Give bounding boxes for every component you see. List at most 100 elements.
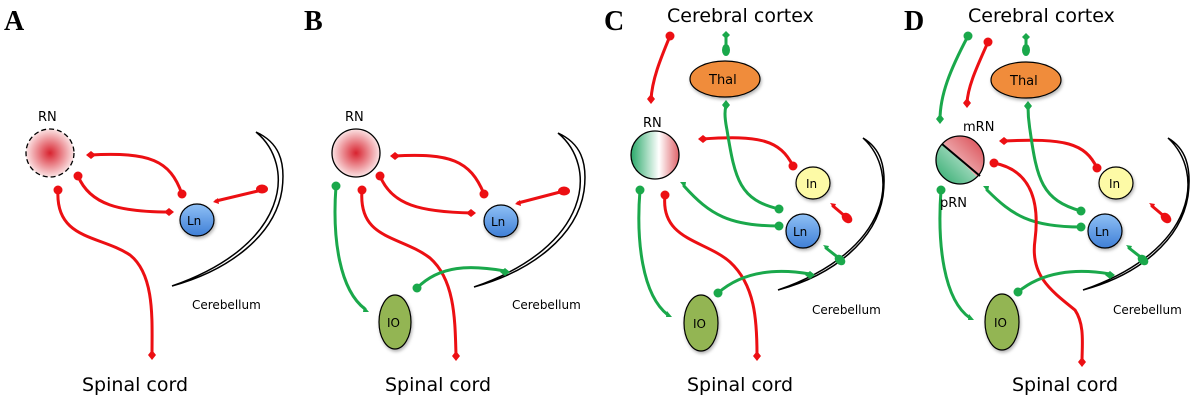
tract-ln-to-rn-upper bbox=[88, 152, 184, 196]
cerebellum-label: Cerebellum bbox=[812, 303, 881, 317]
spinal-cord-label: Spinal cord bbox=[1012, 374, 1118, 396]
cerebellum-shape bbox=[171, 131, 284, 287]
synapse-arrowhead bbox=[1078, 357, 1086, 367]
tract-ln-to-thal bbox=[723, 103, 781, 211]
panel-b: B Cerebellum RN Ln IO Spinal cord bbox=[304, 6, 586, 396]
synapse-arrowhead bbox=[753, 351, 761, 361]
synapse-arrowhead bbox=[164, 208, 174, 216]
synapse-arrowhead bbox=[680, 182, 686, 188]
red-nucleus-node bbox=[331, 128, 381, 178]
cerebral-cortex-label: Cerebral cortex bbox=[667, 5, 814, 27]
synapse-arrowhead bbox=[148, 350, 156, 360]
synapse-arrowhead bbox=[722, 31, 730, 39]
rn-division-line bbox=[941, 143, 981, 177]
panel-a: A Cerebellum RN Ln Spinal cord bbox=[4, 6, 284, 396]
synapse-ball bbox=[1013, 287, 1023, 297]
tract-cortex-to-mrn bbox=[965, 40, 990, 105]
tract-in-to-mrn bbox=[1001, 138, 1099, 170]
cerebellum-shape bbox=[1082, 137, 1190, 291]
tract-in-to-rn bbox=[700, 136, 795, 168]
synapse-ball bbox=[1137, 254, 1149, 266]
red-nucleus-outline bbox=[935, 135, 985, 185]
synapse-ball bbox=[375, 171, 385, 181]
tract-rn-to-ln bbox=[76, 174, 172, 214]
tract-rn-to-spinal-cord bbox=[663, 193, 759, 357]
cerebellum-label: Cerebellum bbox=[192, 298, 261, 312]
synapse-arrowhead bbox=[968, 314, 974, 320]
panel-letter-a: A bbox=[4, 6, 25, 37]
io-label: IO bbox=[994, 316, 1007, 330]
tract-ln-to-rn bbox=[682, 184, 781, 228]
tract-rn-to-spinal-cord bbox=[56, 188, 154, 357]
tract-cerebellum-to-ln bbox=[516, 189, 566, 205]
tract-rn-to-spinal-cord bbox=[360, 188, 458, 357]
lateral-nucleus-node bbox=[1087, 213, 1123, 249]
tract-cortex-to-rn bbox=[649, 34, 672, 102]
cerebral-cortex-label: Cerebral cortex bbox=[968, 5, 1115, 27]
io-label: IO bbox=[387, 316, 400, 330]
synapse-ball bbox=[841, 212, 853, 224]
synapse-ball bbox=[989, 158, 999, 168]
tract-io-to-cerebellum bbox=[1016, 269, 1112, 294]
synapse-ball bbox=[713, 288, 723, 298]
synapse-arrowhead bbox=[1126, 245, 1132, 250]
synapse-ball bbox=[412, 283, 422, 293]
tract-ln-to-thal bbox=[1026, 104, 1083, 213]
synapse-ball bbox=[774, 204, 784, 214]
io-label: IO bbox=[693, 317, 706, 331]
lateral-nucleus-node bbox=[483, 204, 519, 238]
prn-label: pRN bbox=[940, 196, 967, 211]
synapse-arrowhead bbox=[830, 203, 836, 208]
ln-label: Ln bbox=[187, 214, 201, 228]
mrn-label: mRN bbox=[963, 120, 994, 135]
synapse-arrowhead bbox=[666, 311, 672, 317]
synapse-ball bbox=[774, 221, 784, 231]
synapse-arrowhead bbox=[390, 152, 400, 160]
tract-ln-to-rn-upper bbox=[392, 153, 486, 196]
synapse-ball bbox=[1076, 222, 1086, 232]
synapse-ball bbox=[177, 189, 187, 199]
tract-rn-to-io bbox=[637, 188, 670, 317]
red-nucleus-outline bbox=[630, 130, 680, 180]
synapse-arrowhead bbox=[363, 306, 369, 312]
synapse-ball bbox=[983, 37, 993, 47]
lateral-nucleus-node bbox=[785, 213, 821, 249]
spinal-cord-label: Spinal cord bbox=[385, 374, 491, 396]
synapse-ball bbox=[256, 184, 268, 194]
synapse-arrowhead bbox=[213, 198, 219, 204]
cerebellum-shape bbox=[473, 132, 586, 288]
synapse-arrowhead bbox=[515, 200, 521, 206]
cerebellum-label: Cerebellum bbox=[1113, 303, 1182, 317]
thal-label: Thal bbox=[708, 73, 737, 88]
synapse-ball bbox=[331, 181, 341, 191]
tract-io-to-cerebellum bbox=[415, 266, 507, 290]
synapse-ball bbox=[357, 185, 367, 195]
synapse-arrowhead bbox=[999, 137, 1009, 145]
red-nucleus-node bbox=[631, 131, 679, 179]
ln-label: Ln bbox=[1095, 225, 1109, 239]
tract-prn-to-io bbox=[938, 188, 972, 320]
synapse-arrowhead bbox=[722, 100, 730, 110]
synapse-arrowhead bbox=[963, 98, 971, 108]
ln-label: Ln bbox=[793, 225, 807, 239]
tract-cerebellum-to-ln bbox=[214, 188, 264, 203]
synapse-arrowhead bbox=[823, 245, 829, 250]
panel-letter-b: B bbox=[304, 6, 323, 37]
tract-io-to-cerebellum bbox=[716, 269, 812, 295]
synapse-ball bbox=[936, 185, 946, 195]
synapse-arrowhead bbox=[647, 94, 655, 104]
synapse-ball bbox=[834, 254, 846, 266]
synapse-arrowhead bbox=[1022, 33, 1030, 41]
synapse-ball bbox=[1092, 163, 1102, 173]
synapse-ball bbox=[479, 189, 489, 199]
tract-cortex-to-prn bbox=[938, 34, 970, 122]
synapse-arrowhead bbox=[1024, 101, 1032, 111]
tract-mrn-to-spinal-cord bbox=[992, 161, 1084, 364]
thalamus-node bbox=[990, 61, 1062, 99]
spinal-cord-label: Spinal cord bbox=[82, 374, 188, 396]
spinal-cord-label: Spinal cord bbox=[687, 374, 793, 396]
synapse-ball bbox=[660, 190, 670, 200]
synapse-ball bbox=[665, 31, 675, 41]
synapse-arrowhead bbox=[936, 114, 944, 124]
panel-d: D Cerebral cortex Cerebellum bbox=[904, 5, 1190, 396]
